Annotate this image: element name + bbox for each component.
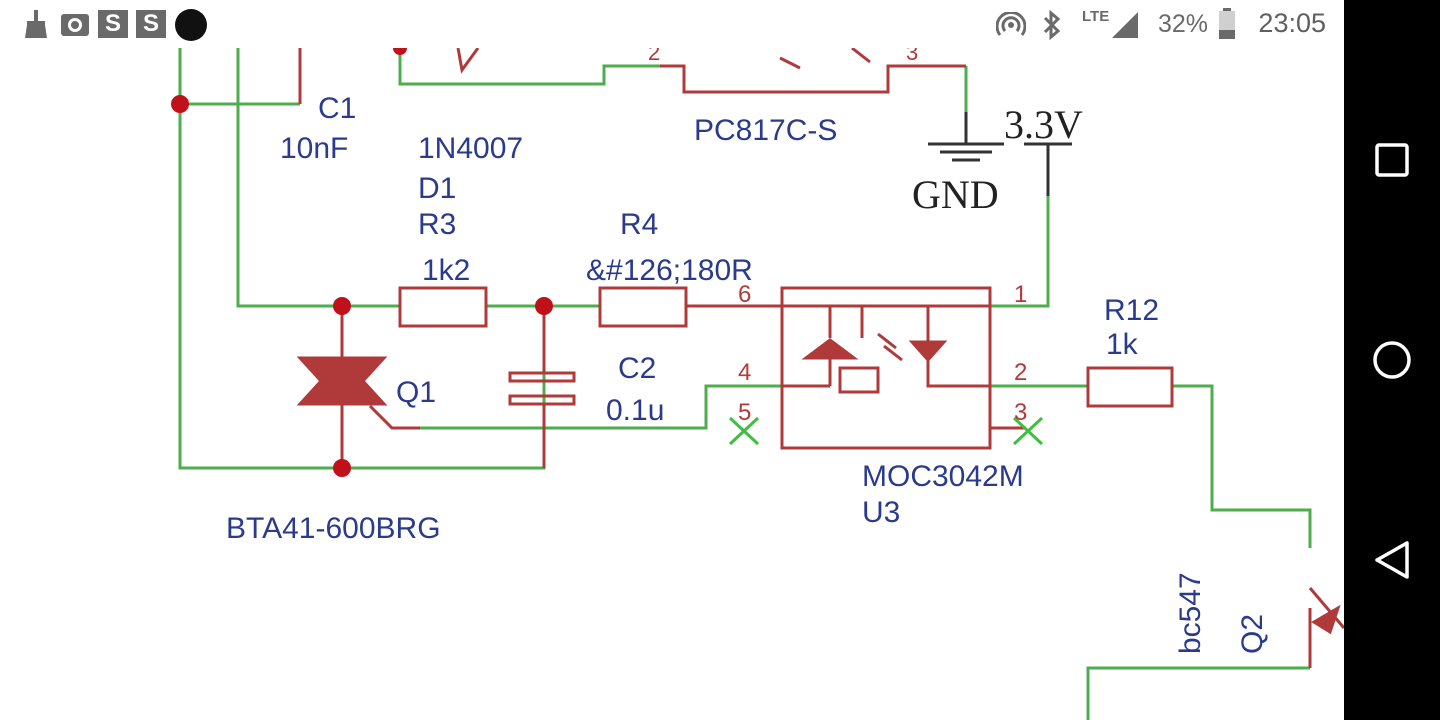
- s-app-letter: S: [104, 10, 121, 37]
- u3-pin3: 3: [1014, 399, 1027, 426]
- wires: [178, 48, 1312, 720]
- network-type: LTE: [1082, 8, 1110, 25]
- circle-icon: [1373, 341, 1411, 379]
- battery-icon: [1219, 8, 1235, 39]
- c2-value: 0.1u: [606, 394, 664, 427]
- c1-ref: C1: [318, 92, 356, 125]
- q1-ref: Q1: [396, 376, 436, 409]
- pc817-pin-a: 2: [648, 48, 660, 65]
- q2-part: bc547: [1174, 572, 1207, 654]
- home-button[interactable]: [1362, 330, 1422, 390]
- navigation-bar: [1344, 0, 1440, 720]
- q1-part: BTA41-600BRG: [226, 512, 441, 545]
- square-icon: [1375, 143, 1409, 177]
- signal-icon: [1112, 12, 1138, 38]
- status-bar: S S LTE 32% 23:05: [0, 0, 1344, 48]
- vcc-symbol: [1024, 142, 1072, 196]
- schematic-canvas[interactable]: C1 10nF 1N4007 D1 PC817C-S 2 3 3.3V GND …: [0, 48, 1344, 720]
- pc817-part: PC817C-S: [694, 114, 837, 147]
- u3-pin4: 4: [738, 359, 751, 386]
- c1-value: 10nF: [280, 132, 348, 165]
- battery-percent: 32%: [1158, 10, 1209, 38]
- gnd-label: GND: [912, 172, 999, 217]
- s-app-icon: S: [98, 10, 128, 38]
- c2-ref: C2: [618, 352, 656, 385]
- s-app-letter: S: [142, 10, 159, 37]
- schematic-view[interactable]: C1 10nF 1N4007 D1 PC817C-S 2 3 3.3V GND …: [0, 48, 1344, 720]
- u3-ref: U3: [862, 496, 900, 529]
- clock: 23:05: [1258, 8, 1326, 38]
- s-app-icon: S: [136, 10, 166, 38]
- r3-ref: R3: [418, 208, 456, 241]
- pc817-pin-b: 3: [906, 48, 918, 65]
- d1-ref: D1: [418, 172, 456, 205]
- u3-pin1: 1: [1014, 281, 1027, 308]
- components: [296, 48, 1344, 668]
- u3-pin2: 2: [1014, 359, 1027, 386]
- r12-ref: R12: [1104, 294, 1159, 327]
- hotspot-icon: [996, 12, 1026, 36]
- d1-part: 1N4007: [418, 132, 523, 165]
- dot-icon: [175, 9, 207, 41]
- u3-pin6: 6: [738, 281, 751, 308]
- u3-part: MOC3042M: [862, 460, 1024, 493]
- broom-icon: [25, 10, 47, 38]
- r4-ref: R4: [620, 208, 658, 241]
- q2-ref: Q2: [1236, 614, 1269, 654]
- bluetooth-icon: [1043, 10, 1061, 40]
- recent-apps-button[interactable]: [1362, 130, 1422, 190]
- triangle-icon: [1375, 541, 1409, 579]
- junction-dots: [171, 48, 553, 477]
- r12-value: 1k: [1106, 328, 1139, 361]
- r4-value: &#126;180R: [586, 254, 753, 287]
- gnd-symbol: [928, 112, 1004, 162]
- back-button[interactable]: [1362, 530, 1422, 590]
- vcc-label: 3.3V: [1004, 102, 1083, 147]
- camera-icon: [61, 14, 89, 36]
- u3-pin5: 5: [738, 399, 751, 426]
- r3-value: 1k2: [422, 254, 470, 287]
- noconnect-markers: [728, 416, 1044, 446]
